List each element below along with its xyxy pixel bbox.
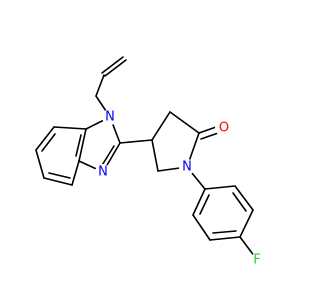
atom-oxygen-label: O [219, 121, 229, 136]
atom-fluorine-label: F [253, 253, 260, 268]
bond-c4-c3 [151, 111, 171, 141]
bond-ar-c4-c5-inner [212, 230, 237, 234]
bond-ar-c6-c1-inner [199, 194, 210, 215]
bond-ar-c2-c3 [234, 185, 254, 211]
bond-c5-c4 [151, 139, 159, 172]
atom-fluorine: F [250, 253, 264, 268]
bond-allyl-vinyl [95, 74, 105, 97]
atom-n-lactam: N [179, 159, 195, 175]
molecule-canvas: N N N O F [35, 56, 264, 268]
bond-c-f [239, 236, 256, 258]
atom-n-lactam-label: N [182, 160, 192, 175]
bond-c6-c5 [35, 149, 45, 179]
bond-ar-c5-c6 [192, 214, 211, 241]
bond-c3-c2 [169, 111, 200, 134]
bond-allyl-terminal-double-b [101, 56, 124, 74]
atom-n-allyl: N [102, 109, 118, 125]
atom-n-allyl-label: N [105, 110, 115, 125]
bond-ar-c4-c5 [209, 236, 241, 241]
bond-c4-c3a [71, 160, 80, 186]
bond-c7-c6 [35, 126, 55, 151]
bond-ar-c2-c3-inner [232, 192, 247, 212]
bond-c7a-c3a [78, 128, 87, 162]
bond-ar-c3-c4 [239, 209, 254, 238]
atom-n-imine: N [95, 164, 111, 180]
bond-c7a-c7 [53, 126, 87, 130]
bond-c7a-c3a-inner [75, 134, 82, 157]
bond-ar-c6-c1 [192, 188, 206, 216]
atom-oxygen: O [215, 120, 231, 136]
bond-allyl-terminal-double-a [104, 59, 127, 77]
bond-c7-c6-inner [41, 133, 56, 152]
atom-n-imine-label: N [98, 165, 108, 180]
bond-c5-c4-inner [48, 172, 71, 179]
bond-ar-c1-c2 [204, 185, 236, 190]
bond-c2-c4pyr [119, 139, 153, 144]
bond-c5-c4 [43, 177, 73, 186]
molecule-diagram: N N N O F [35, 56, 264, 268]
bond-c2-n3-inner [100, 145, 115, 168]
